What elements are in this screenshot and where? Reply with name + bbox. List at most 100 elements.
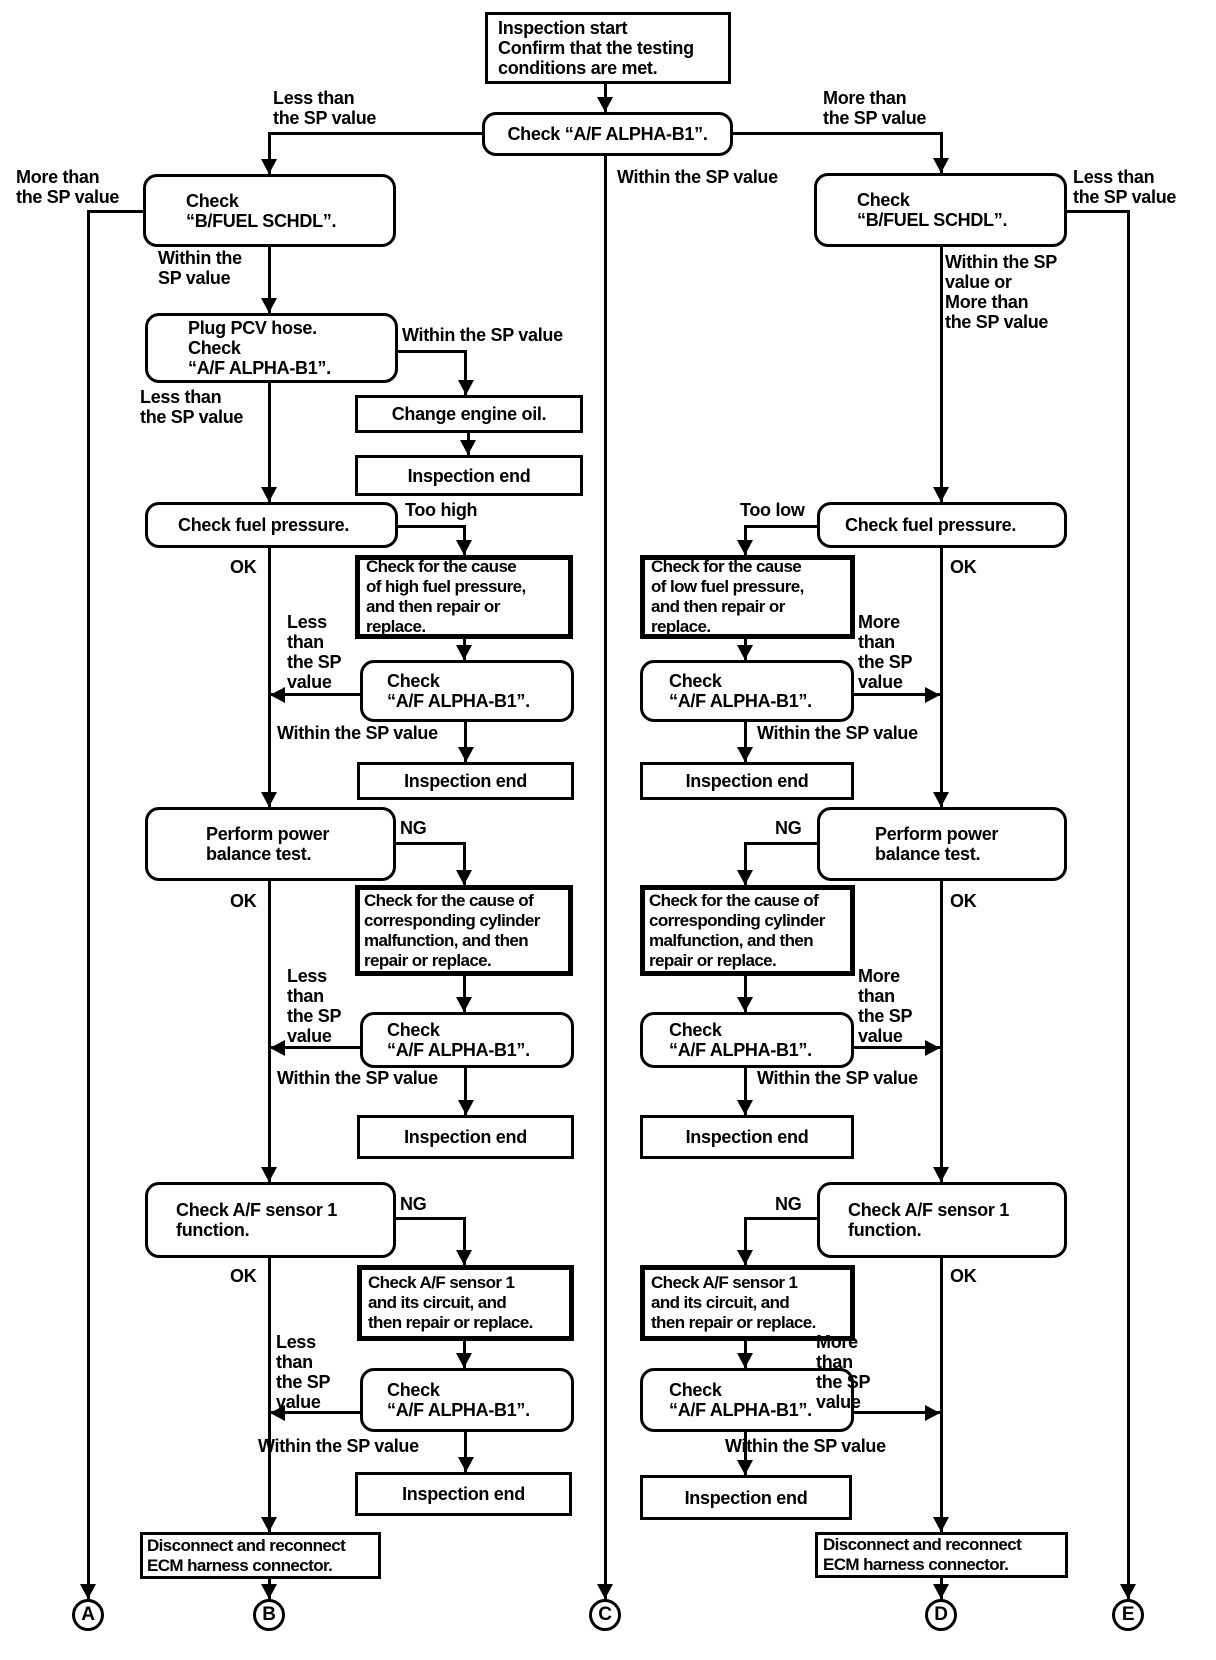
label-ng-sensor-left: NG <box>400 1194 427 1214</box>
arrowhead-af2-right-down <box>737 997 753 1012</box>
arrowhead-af3-right-down <box>737 1353 753 1368</box>
connector-power-ng-right <box>746 842 818 845</box>
node-inspection-end-oil: Inspection end <box>355 455 583 496</box>
arrowhead-causecyl-left <box>456 870 472 885</box>
arrowhead-af1-left-down <box>456 645 472 660</box>
connector-e-line <box>1127 210 1130 1600</box>
connector-a-line <box>87 210 90 1600</box>
label-more4-row1: More than the SP value <box>858 612 913 692</box>
node-af-check-right-3: Check “A/F ALPHA-B1”. <box>640 1368 854 1432</box>
arrowhead-power-left <box>261 792 277 807</box>
arrowhead-disconnect-left <box>261 1517 277 1532</box>
label-more4-row3: More than the SP value <box>816 1332 871 1412</box>
arrowhead-start <box>597 97 613 112</box>
label-more-than-far-left: More than the SP value <box>16 167 120 207</box>
label-ok-fuel-right: OK <box>950 557 977 577</box>
connector-ng-down-left <box>463 842 466 887</box>
arrowhead-terminal-c <box>597 1584 613 1599</box>
node-inspection-end-left-3: Inspection end <box>355 1472 572 1516</box>
node-change-oil: Change engine oil. <box>355 395 583 433</box>
arrowhead-circuit-right <box>737 1250 753 1265</box>
arrowhead-end-right-2 <box>737 1100 753 1115</box>
node-power-balance-right: Perform power balance test. <box>817 807 1067 881</box>
terminal-d: D <box>925 1599 957 1631</box>
arrowhead-cause-high <box>456 540 472 555</box>
arrowhead-end-left-1 <box>458 747 474 762</box>
connector-c-line <box>604 154 607 1600</box>
connector-afr2-end <box>744 1066 747 1117</box>
node-power-balance-left: Perform power balance test. <box>145 807 396 881</box>
arrowhead-end-right-1 <box>737 747 753 762</box>
node-inspection-end-right-3: Inspection end <box>640 1475 852 1520</box>
connector-power-ng-left <box>395 842 465 845</box>
connector-causecyl-af-right <box>744 974 747 1014</box>
arrowhead-end-right-3 <box>737 1460 753 1475</box>
label-within-row1-right: Within the SP value <box>757 723 918 743</box>
connector-af3-left <box>270 1411 361 1414</box>
label-less-than-pcv: Less than the SP value <box>140 387 244 427</box>
arrowhead-af3-to-dline <box>925 1405 940 1421</box>
label-ok-power-left: OK <box>230 891 257 911</box>
arrowhead-sensor-right <box>933 1167 949 1182</box>
terminal-e: E <box>1112 1599 1144 1631</box>
node-cause-cylinder-left: Check for the cause of corresponding cyl… <box>355 885 573 976</box>
label-too-high: Too high <box>405 500 478 520</box>
terminal-a: A <box>72 1599 104 1631</box>
node-af-check-right-2: Check “A/F ALPHA-B1”. <box>640 1012 854 1068</box>
connector-ng2-down-left <box>463 1217 466 1267</box>
label-more-than-top: More than the SP value <box>823 88 927 128</box>
connector-af1-end <box>464 722 467 764</box>
connector-af1-right <box>853 693 941 696</box>
node-af-check-left-3: Check “A/F ALPHA-B1”. <box>360 1368 574 1432</box>
node-cause-low-pressure: Check for the cause of low fuel pressure… <box>640 555 855 639</box>
label-ok-sensor-right: OK <box>950 1266 977 1286</box>
node-sensor-circuit-left: Check A/F sensor 1 and its circuit, and … <box>357 1265 574 1341</box>
connector-af3-right <box>853 1411 941 1414</box>
arrowhead-power-right <box>933 792 949 807</box>
label-less-than-top: Less than the SP value <box>273 88 377 128</box>
label-within-row2-right: Within the SP value <box>757 1068 918 1088</box>
arrowhead-terminal-e <box>1120 1584 1136 1599</box>
node-af-check-right-1: Check “A/F ALPHA-B1”. <box>640 660 854 722</box>
arrowhead-bfuel-left <box>261 159 277 174</box>
node-af-check-left-1: Check “A/F ALPHA-B1”. <box>360 660 574 722</box>
connector-af2-right <box>853 1046 941 1049</box>
connector-sensor-ng-right <box>746 1217 818 1220</box>
node-disconnect-ecm-left: Disconnect and reconnect ECM harness con… <box>140 1532 381 1579</box>
arrowhead-af2-to-dline <box>925 1040 940 1056</box>
node-af-check-left-2: Check “A/F ALPHA-B1”. <box>360 1012 574 1068</box>
node-inspection-end-right-1: Inspection end <box>640 762 854 800</box>
label-less4-row2: Less than the SP value <box>287 966 342 1046</box>
arrowhead-af1-right-down <box>737 645 753 660</box>
label-ok-sensor-left: OK <box>230 1266 257 1286</box>
connector-af2-end <box>464 1066 467 1117</box>
connector-bfuel-e <box>1066 210 1130 213</box>
label-too-low: Too low <box>740 500 805 520</box>
node-bfuel-schdl-right: Check “B/FUEL SCHDL”. <box>814 173 1067 247</box>
label-within-center: Within the SP value <box>617 167 778 187</box>
label-ok-power-right: OK <box>950 891 977 911</box>
arrowhead-terminal-a <box>80 1584 96 1599</box>
arrowhead-change-oil <box>458 380 474 395</box>
connector-ng-down-right <box>744 842 747 887</box>
arrowhead-af2-left-down <box>456 997 472 1012</box>
connector-af3-end <box>464 1431 467 1474</box>
node-check-af-alpha-top: Check “A/F ALPHA-B1”. <box>482 112 733 156</box>
node-fuel-pressure-right: Check fuel pressure. <box>817 502 1067 548</box>
node-af-sensor-right: Check A/F sensor 1 function. <box>817 1182 1067 1258</box>
arrowhead-af3-to-bline <box>270 1405 285 1421</box>
terminal-b: B <box>253 1599 285 1631</box>
label-more4-row2: More than the SP value <box>858 966 913 1046</box>
arrowhead-bfuel-right <box>933 158 949 173</box>
connector-afr1-end <box>744 722 747 764</box>
node-inspection-start: Inspection start Confirm that the testin… <box>485 12 731 84</box>
connector-af2-left <box>270 1046 361 1049</box>
connector-sensor-ng-left <box>395 1217 465 1220</box>
arrowhead-oil-end <box>460 440 476 455</box>
node-cause-high-pressure: Check for the cause of high fuel pressur… <box>355 555 573 639</box>
label-within-pcv: Within the SP value <box>402 325 563 345</box>
label-within-left-bfuel: Within the SP value <box>158 248 242 288</box>
arrowhead-terminal-d <box>933 1584 949 1599</box>
node-fuel-pressure-left: Check fuel pressure. <box>145 502 398 548</box>
